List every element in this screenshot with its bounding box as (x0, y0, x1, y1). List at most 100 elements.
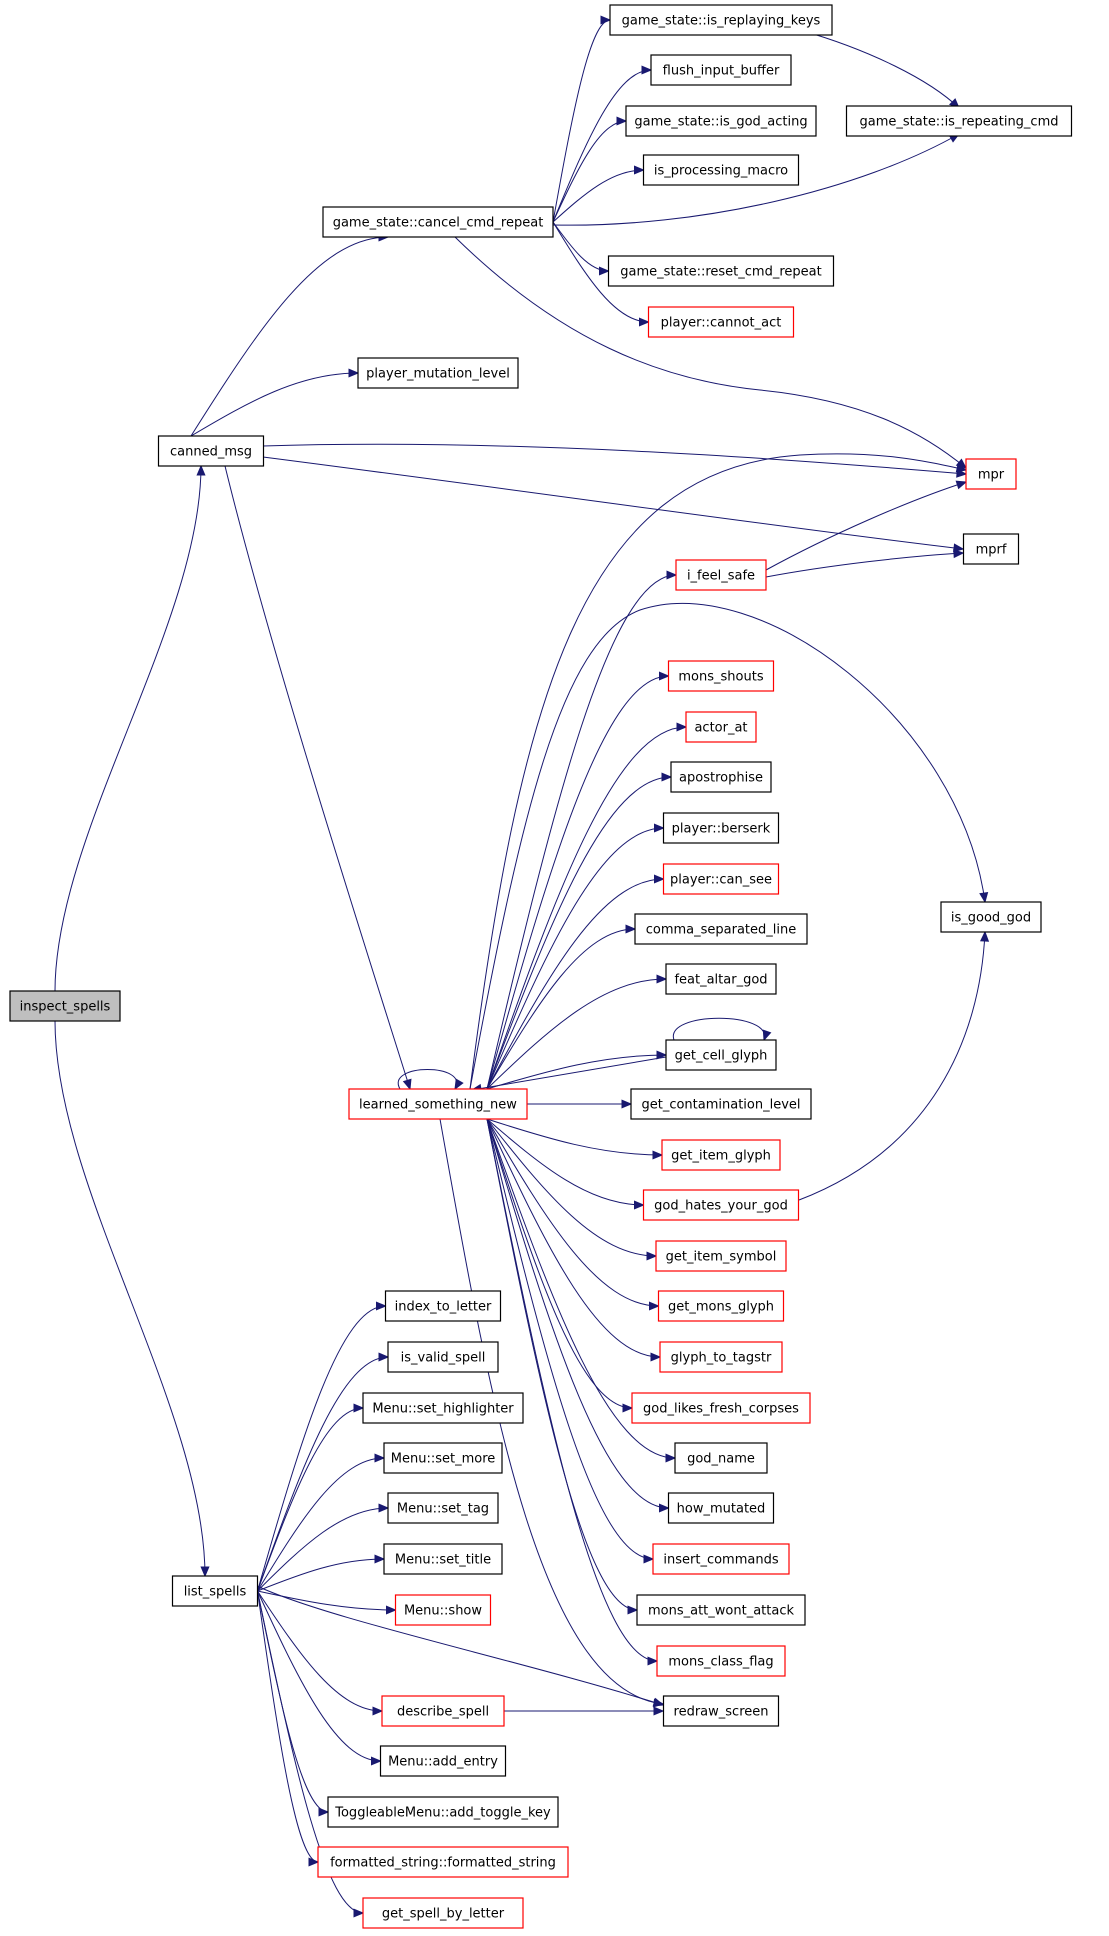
node-mons-att-wont-attack[interactable]: mons_att_wont_attack (636, 1594, 806, 1626)
node-player-can-see[interactable]: player::can_see (662, 863, 780, 895)
edge-line (486, 928, 636, 1090)
node-get-item-symbol[interactable]: get_item_symbol (655, 1240, 787, 1272)
edge-learned-something-new-to-get-item-glyph (486, 1118, 664, 1160)
edge-line (552, 19, 611, 223)
node-player-mutation-level[interactable]: player_mutation_level (357, 357, 519, 389)
arrowhead (652, 1150, 664, 1160)
node-mpr[interactable]: mpr (965, 458, 1017, 490)
node-is-repeating-cmd[interactable]: game_state::is_repeating_cmd (845, 105, 1073, 137)
edge-inspect-spells-to-canned-msg (54, 464, 206, 992)
node-actor-at[interactable]: actor_at (685, 711, 757, 743)
node-box (348, 1088, 528, 1120)
node-mons-shouts[interactable]: mons_shouts (667, 660, 775, 692)
edge-list-spells-to-add-toggle-key (257, 1590, 330, 1817)
node-comma-separated-line[interactable]: comma_separated_line (634, 913, 808, 945)
edge-line (257, 1590, 364, 1914)
edge-line (486, 1118, 657, 1257)
node-set-tag[interactable]: Menu::set_tag (387, 1492, 499, 1524)
node-player-berserk[interactable]: player::berserk (662, 812, 780, 844)
node-how-mutated[interactable]: how_mutated (667, 1492, 775, 1524)
arrowhead (659, 671, 670, 681)
node-learned-something-new[interactable]: learned_something_new (348, 1088, 528, 1120)
node-redraw-screen[interactable]: redraw_screen (662, 1695, 780, 1727)
node-is-god-acting[interactable]: game_state::is_god_acting (625, 105, 817, 137)
node-label: is_good_god (951, 911, 1031, 926)
edge-learned-something-new-to-mons-class-flag (486, 1118, 659, 1666)
node-menu-show[interactable]: Menu::show (394, 1594, 492, 1626)
edge-line (552, 169, 644, 223)
node-set-highlighter[interactable]: Menu::set_highlighter (362, 1392, 524, 1424)
arrowhead (955, 480, 968, 490)
arrowhead (666, 570, 678, 580)
node-i-feel-safe[interactable]: i_feel_safe (675, 559, 767, 591)
node-get-cell-glyph[interactable]: get_cell_glyph (665, 1039, 777, 1071)
node-formatted-string[interactable]: formatted_string::formatted_string (317, 1846, 569, 1878)
arrowhead (646, 1251, 658, 1261)
node-label: i_feel_safe (687, 569, 755, 584)
arrowhead (378, 1503, 390, 1513)
node-is-valid-spell[interactable]: is_valid_spell (387, 1341, 499, 1373)
node-god-hates-your-god[interactable]: god_hates_your_god (642, 1189, 800, 1221)
node-reset-cmd-repeat[interactable]: game_state::reset_cmd_repeat (607, 255, 835, 287)
node-flush-input-buffer[interactable]: flush_input_buffer (650, 54, 792, 86)
node-label: redraw_screen (674, 1705, 769, 1720)
edge-line (486, 1118, 658, 1662)
node-god-likes-fresh-corpses[interactable]: god_likes_fresh_corpses (631, 1392, 811, 1424)
node-label: apostrophise (679, 771, 763, 786)
node-is-processing-macro[interactable]: is_processing_macro (642, 154, 800, 186)
node-box (965, 458, 1017, 490)
arrowhead (979, 891, 989, 904)
node-get-item-glyph[interactable]: get_item_glyph (661, 1139, 781, 1171)
edge-line (439, 1118, 664, 1705)
edge-get-cell-glyph-to-get-cell-glyph (673, 1017, 772, 1042)
edge-is-replaying-keys-to-is-repeating-cmd (799, 29, 960, 109)
arrowhead (659, 1503, 670, 1513)
node-describe-spell[interactable]: describe_spell (381, 1695, 505, 1727)
edge-cancel-cmd-repeat-to-flush-input-buffer (552, 65, 653, 223)
node-god-name[interactable]: god_name (674, 1442, 768, 1474)
node-box (9, 990, 121, 1022)
node-list-spells[interactable]: list_spells (171, 1575, 259, 1607)
node-canned-msg[interactable]: canned_msg (157, 435, 265, 467)
edge-line (486, 726, 687, 1090)
arrowhead (348, 368, 360, 378)
edges-layer (54, 15, 990, 1918)
node-apostrophise[interactable]: apostrophise (670, 761, 772, 793)
edge-line (257, 1407, 364, 1592)
edge-line (262, 456, 964, 550)
node-box (670, 761, 772, 793)
arrowhead (376, 1301, 387, 1311)
node-is-good-god[interactable]: is_good_god (940, 901, 1042, 933)
node-label: mons_att_wont_attack (648, 1604, 794, 1619)
node-get-mons-glyph[interactable]: get_mons_glyph (657, 1290, 785, 1322)
node-cannot-act[interactable]: player::cannot_act (647, 306, 795, 338)
node-set-more[interactable]: Menu::set_more (383, 1442, 503, 1474)
node-glyph-to-tagstr[interactable]: glyph_to_tagstr (659, 1341, 783, 1373)
arrowhead (762, 1029, 772, 1042)
node-box (381, 1695, 505, 1727)
arrowhead (402, 1078, 412, 1091)
node-box (630, 1088, 812, 1120)
node-mprf[interactable]: mprf (962, 533, 1020, 565)
node-get-contamination-level[interactable]: get_contamination_level (630, 1088, 812, 1120)
edge-line (486, 1118, 659, 1307)
node-is-replaying-keys[interactable]: game_state::is_replaying_keys (609, 4, 833, 36)
edge-line (798, 931, 986, 1201)
node-get-spell-by-letter[interactable]: get_spell_by_letter (362, 1897, 524, 1929)
edge-line (257, 1590, 396, 1611)
node-add-entry[interactable]: Menu::add_entry (379, 1745, 507, 1777)
node-mons-class-flag[interactable]: mons_class_flag (656, 1645, 786, 1677)
node-label: is_valid_spell (401, 1351, 486, 1366)
node-index-to-letter[interactable]: index_to_letter (384, 1290, 502, 1322)
node-insert-commands[interactable]: insert_commands (652, 1543, 790, 1575)
node-cancel-cmd-repeat[interactable]: game_state::cancel_cmd_repeat (322, 206, 554, 238)
edge-line (552, 221, 649, 323)
node-add-toggle-key[interactable]: ToggleableMenu::add_toggle_key (327, 1796, 559, 1828)
node-label: actor_at (694, 721, 747, 736)
edge-learned-something-new-to-apostrophise (486, 772, 673, 1090)
node-feat-altar-god[interactable]: feat_altar_god (665, 963, 777, 995)
node-set-title[interactable]: Menu::set_title (383, 1543, 503, 1575)
arrowhead (650, 1352, 662, 1362)
arrowhead (980, 930, 990, 942)
arrowhead (621, 1099, 633, 1109)
